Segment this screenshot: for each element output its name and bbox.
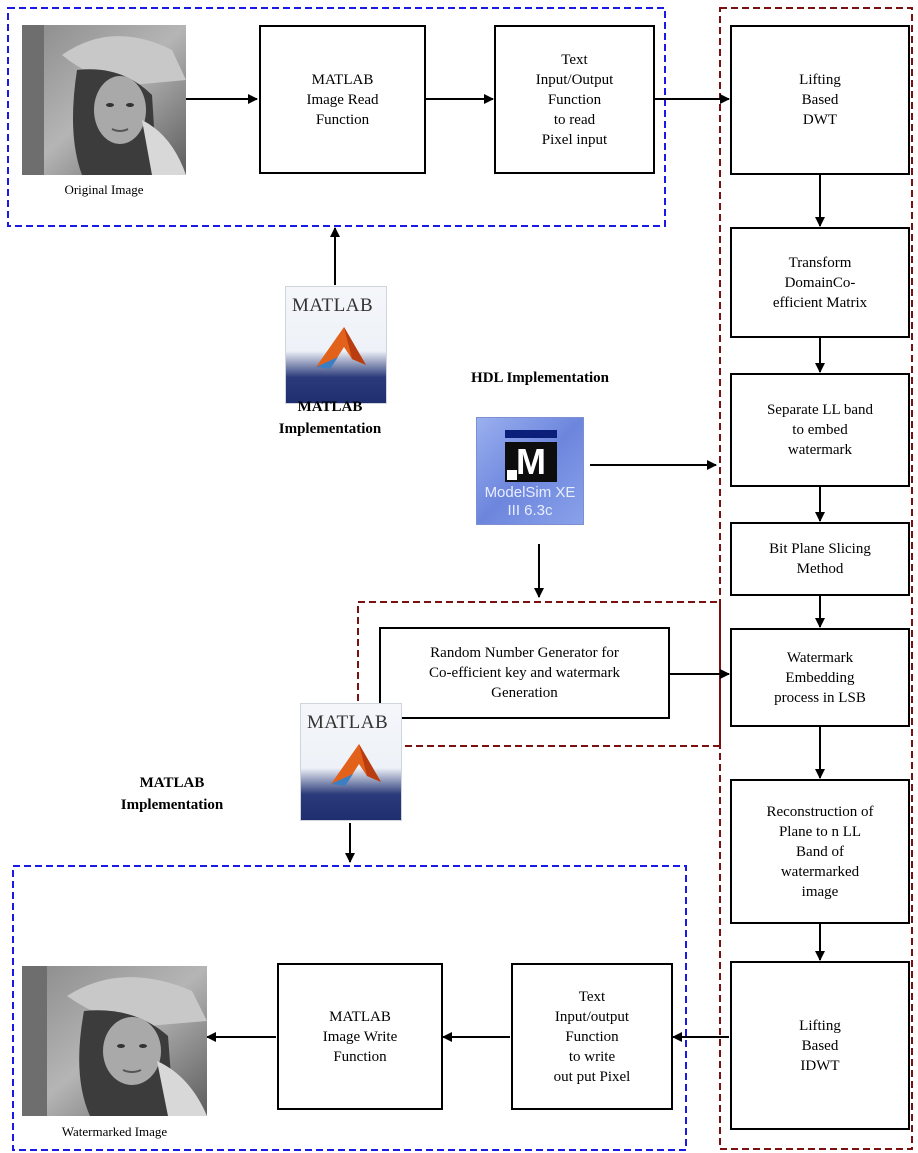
original-image <box>22 25 186 175</box>
matlab-read-group-frame <box>7 7 666 227</box>
embedding-box: Watermark Embedding process in LSB <box>730 628 910 727</box>
lifting-dwt-box: Lifting Based DWT <box>730 25 910 175</box>
hdl-impl-label: HDL Implementation <box>471 370 609 386</box>
matlab-logo-top: MATLAB <box>285 286 387 404</box>
watermarked-image-caption: Watermarked Image <box>61 1124 168 1139</box>
reconstruction-box: Reconstruction of Plane to n LL Band of … <box>730 779 910 924</box>
text-io-read-box: Text Input/Output Function to read Pixel… <box>494 25 655 174</box>
matlab-logo-text: MATLAB <box>292 295 374 316</box>
transform-matrix-box: Transform DomainCo- efficient Matrix <box>730 227 910 338</box>
image-write-box: MATLAB Image Write Function <box>277 963 443 1110</box>
matlab-logo-text-bottom: MATLAB <box>307 712 389 733</box>
random-generator-box: Random Number Generator for Co-efficient… <box>379 627 670 719</box>
matlab-logo-bottom: MATLAB <box>300 703 402 821</box>
lifting-idwt-box: Lifting Based IDWT <box>730 961 910 1130</box>
image-read-box: MATLAB Image Read Function <box>259 25 426 174</box>
original-image-caption: Original Image <box>64 182 144 197</box>
modelsim-icon: M ModelSim XE III 6.3c <box>476 417 584 525</box>
modelsim-icon-text-1: ModelSim XE <box>484 484 576 501</box>
watermarked-image <box>22 966 207 1116</box>
text-io-write-box: Text Input/output Function to write out … <box>511 963 673 1110</box>
separate-ll-box: Separate LL band to embed watermark <box>730 373 910 487</box>
modelsim-icon-text-2: III 6.3c <box>507 502 553 519</box>
hdl-pipeline-group-frame <box>719 7 913 1150</box>
matlab-impl-label-bottom: MATLAB Implementation <box>120 775 224 813</box>
bit-plane-box: Bit Plane Slicing Method <box>730 522 910 596</box>
matlab-impl-label-top: MATLAB Implementation <box>278 399 382 437</box>
matlab-write-group-frame <box>12 865 687 1151</box>
